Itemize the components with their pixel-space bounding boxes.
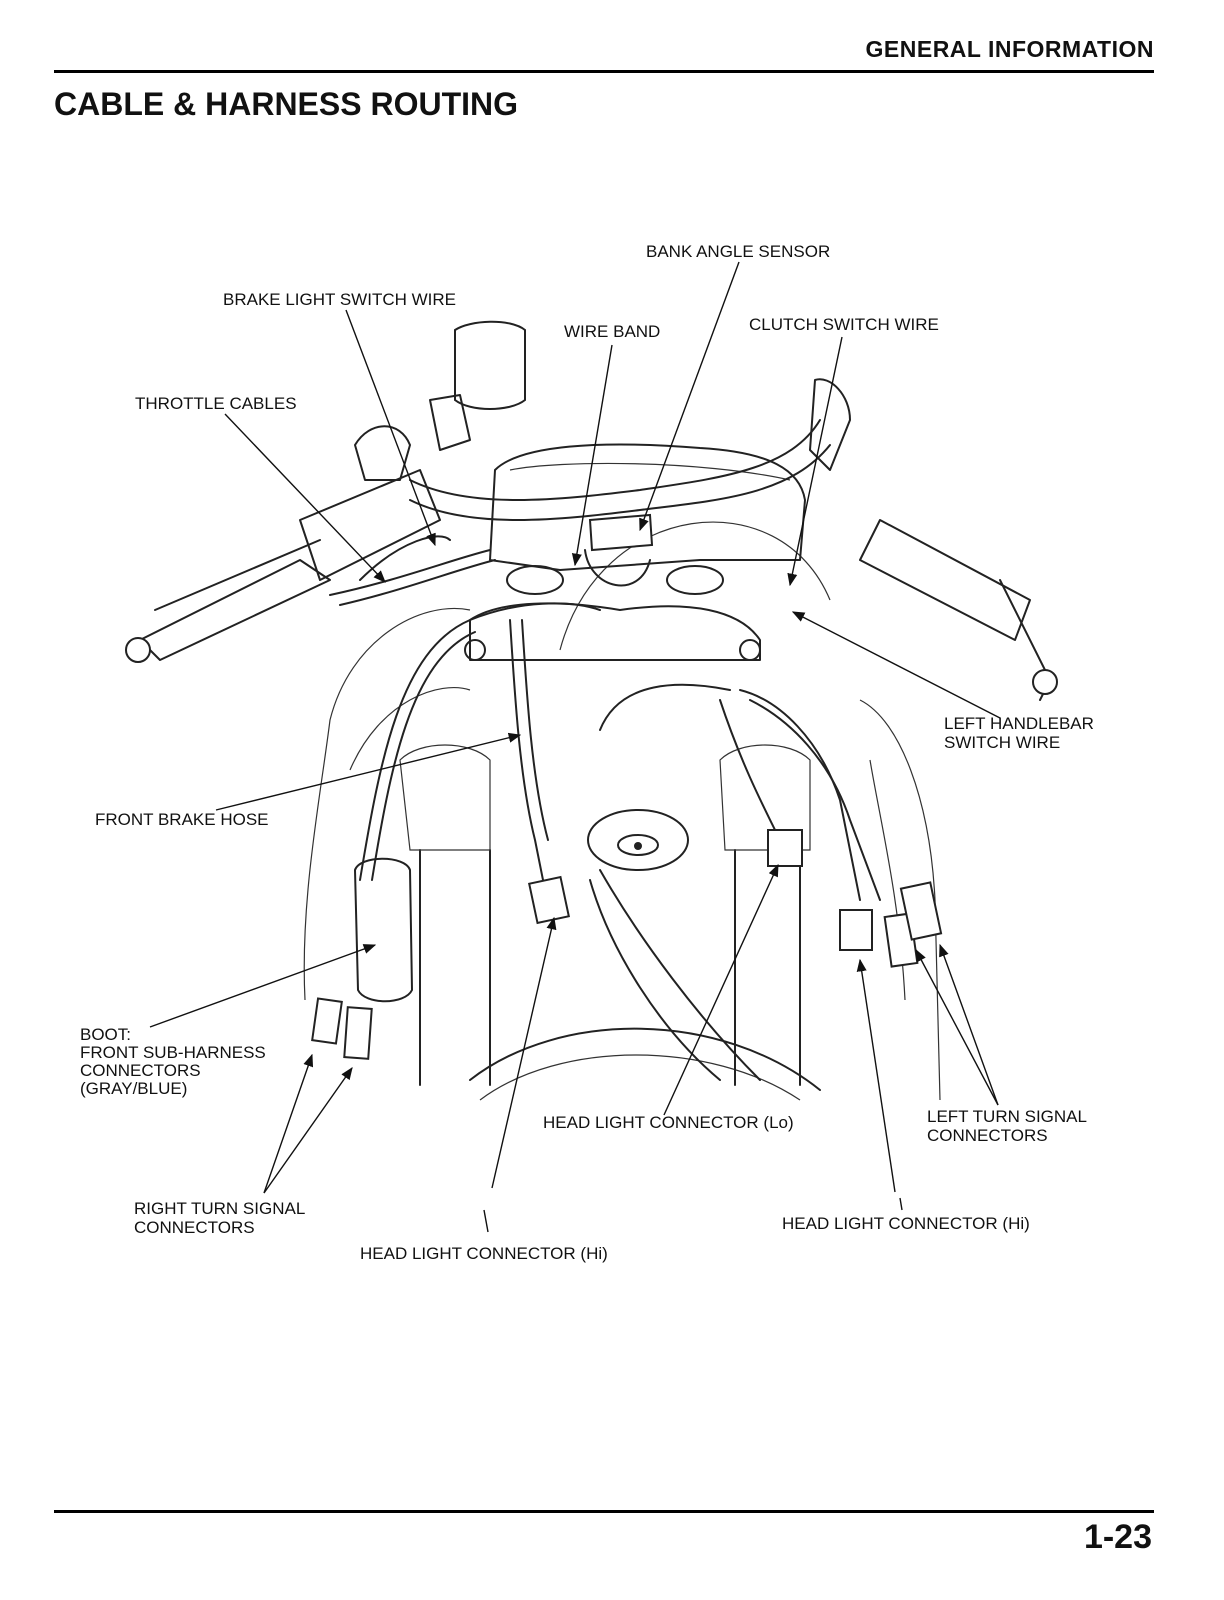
label-wire-band: WIRE BAND (564, 322, 660, 341)
page-title: CABLE & HARNESS ROUTING (54, 86, 519, 122)
label-bank-angle-sensor: BANK ANGLE SENSOR (646, 242, 830, 261)
label-right-turn-line1: RIGHT TURN SIGNAL (134, 1199, 305, 1218)
horn (587, 809, 689, 871)
head-light-hi-connector-left (839, 909, 873, 951)
left-fork-tube (734, 849, 801, 1086)
label-left-turn-line2: CONNECTORS (927, 1126, 1048, 1145)
right-fork-tube (419, 849, 491, 1086)
bottom-rule (54, 1510, 1154, 1513)
label-left-handlebar-line2: SWITCH WIRE (944, 733, 1060, 752)
label-clutch-switch-wire: CLUTCH SWITCH WIRE (749, 315, 939, 334)
head-light-hi-connector-right (528, 875, 570, 925)
right-turn-connector-b (343, 1006, 373, 1060)
motorcycle-front-illustration (125, 320, 1058, 1101)
main-harness-center (509, 619, 546, 891)
callout-labels: BANK ANGLE SENSOR BRAKE LIGHT SWITCH WIR… (80, 242, 1094, 1263)
left-handlebar (859, 519, 1031, 641)
section-header: GENERAL INFORMATION (865, 36, 1154, 62)
handlebar-crossbar (409, 419, 821, 501)
fairing-outline (303, 521, 941, 1101)
cable-loop (599, 869, 761, 1081)
upper-bracket (489, 443, 806, 571)
label-head-light-lo: HEAD LIGHT CONNECTOR (Lo) (543, 1113, 794, 1132)
leader-lines (149, 261, 1001, 1233)
bank-angle-sensor-shape (588, 513, 654, 552)
throttle-cable (329, 549, 491, 596)
label-boot-line4: (GRAY/BLUE) (80, 1079, 187, 1098)
label-brake-light-switch-wire: BRAKE LIGHT SWITCH WIRE (223, 290, 456, 309)
lower-fairing-curve (469, 1027, 821, 1091)
label-boot-line1: BOOT: (80, 1025, 131, 1044)
label-head-light-hi-left: HEAD LIGHT CONNECTOR (Hi) (360, 1244, 608, 1263)
head-light-lo-connector (767, 829, 803, 867)
top-rule (54, 70, 1154, 73)
right-turn-connector-a (311, 997, 343, 1045)
label-boot-line2: FRONT SUB-HARNESS (80, 1043, 266, 1062)
brake-reservoir (454, 320, 526, 410)
page-number: 1-23 (1083, 1518, 1152, 1556)
sub-harness-boot (353, 857, 414, 1003)
label-right-turn-line2: CONNECTORS (134, 1218, 255, 1237)
harness-left-branch (739, 689, 861, 901)
label-throttle-cables: THROTTLE CABLES (135, 394, 297, 413)
label-left-handlebar-line1: LEFT HANDLEBAR (944, 714, 1094, 733)
label-head-light-hi-right: HEAD LIGHT CONNECTOR (Hi) (782, 1214, 1030, 1233)
main-harness-right (359, 602, 601, 881)
label-left-turn-line1: LEFT TURN SIGNAL (927, 1107, 1087, 1126)
label-boot-line3: CONNECTORS (80, 1061, 201, 1080)
left-turn-connector-b (899, 881, 943, 941)
right-handlebar (139, 559, 331, 661)
label-front-brake-hose: FRONT BRAKE HOSE (95, 810, 269, 829)
right-grip (299, 469, 441, 581)
